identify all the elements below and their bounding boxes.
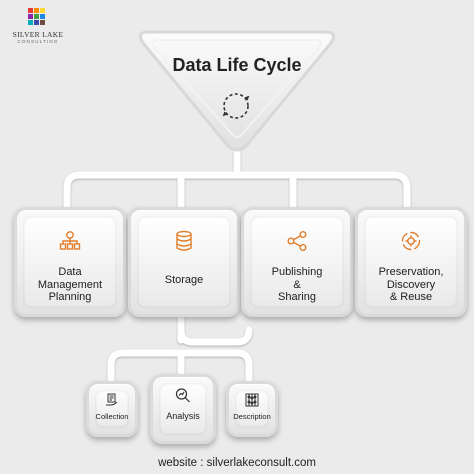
document-hand-icon [106, 393, 118, 406]
substep-card-analysis[interactable]: Analysis [150, 374, 216, 444]
cycle-icon [222, 93, 250, 119]
org-chart-icon [59, 231, 81, 250]
company-logo: SILVER LAKE CONSULTING [8, 6, 68, 52]
stage-card-storage[interactable]: Storage [128, 207, 240, 317]
stage-label: Preservation, Discovery & Reuse [378, 266, 444, 303]
stage-label: Storage [164, 274, 204, 286]
recycle-gear-icon [401, 231, 421, 251]
magnifier-chart-icon [175, 388, 190, 403]
substep-label: Collection [95, 412, 129, 421]
cube-logo-icon [28, 8, 45, 25]
logo-subtitle: CONSULTING [17, 39, 59, 44]
share-icon [287, 231, 307, 251]
substep-card-collection[interactable]: Collection [86, 381, 138, 437]
substep-label: Analysis [166, 411, 200, 421]
website-footer[interactable]: website : silverlakeconsult.com [158, 457, 316, 469]
substep-label: Description [233, 412, 271, 421]
logo-name: SILVER LAKE [12, 30, 64, 39]
stage-card-planning[interactable]: Data Management Planning [14, 207, 126, 317]
stage-card-preservation[interactable]: Preservation, Discovery & Reuse [355, 207, 467, 317]
stage-label: Data Management Planning [37, 266, 103, 303]
substep-card-description[interactable]: Description [226, 381, 278, 437]
diagram-title: Data Life Cycle [172, 55, 302, 75]
stage-label: Publishing & Sharing [271, 266, 323, 303]
abacus-icon [245, 393, 259, 407]
title-banner [138, 30, 336, 152]
stage-card-publishing[interactable]: Publishing & Sharing [241, 207, 353, 317]
database-icon [176, 230, 192, 251]
